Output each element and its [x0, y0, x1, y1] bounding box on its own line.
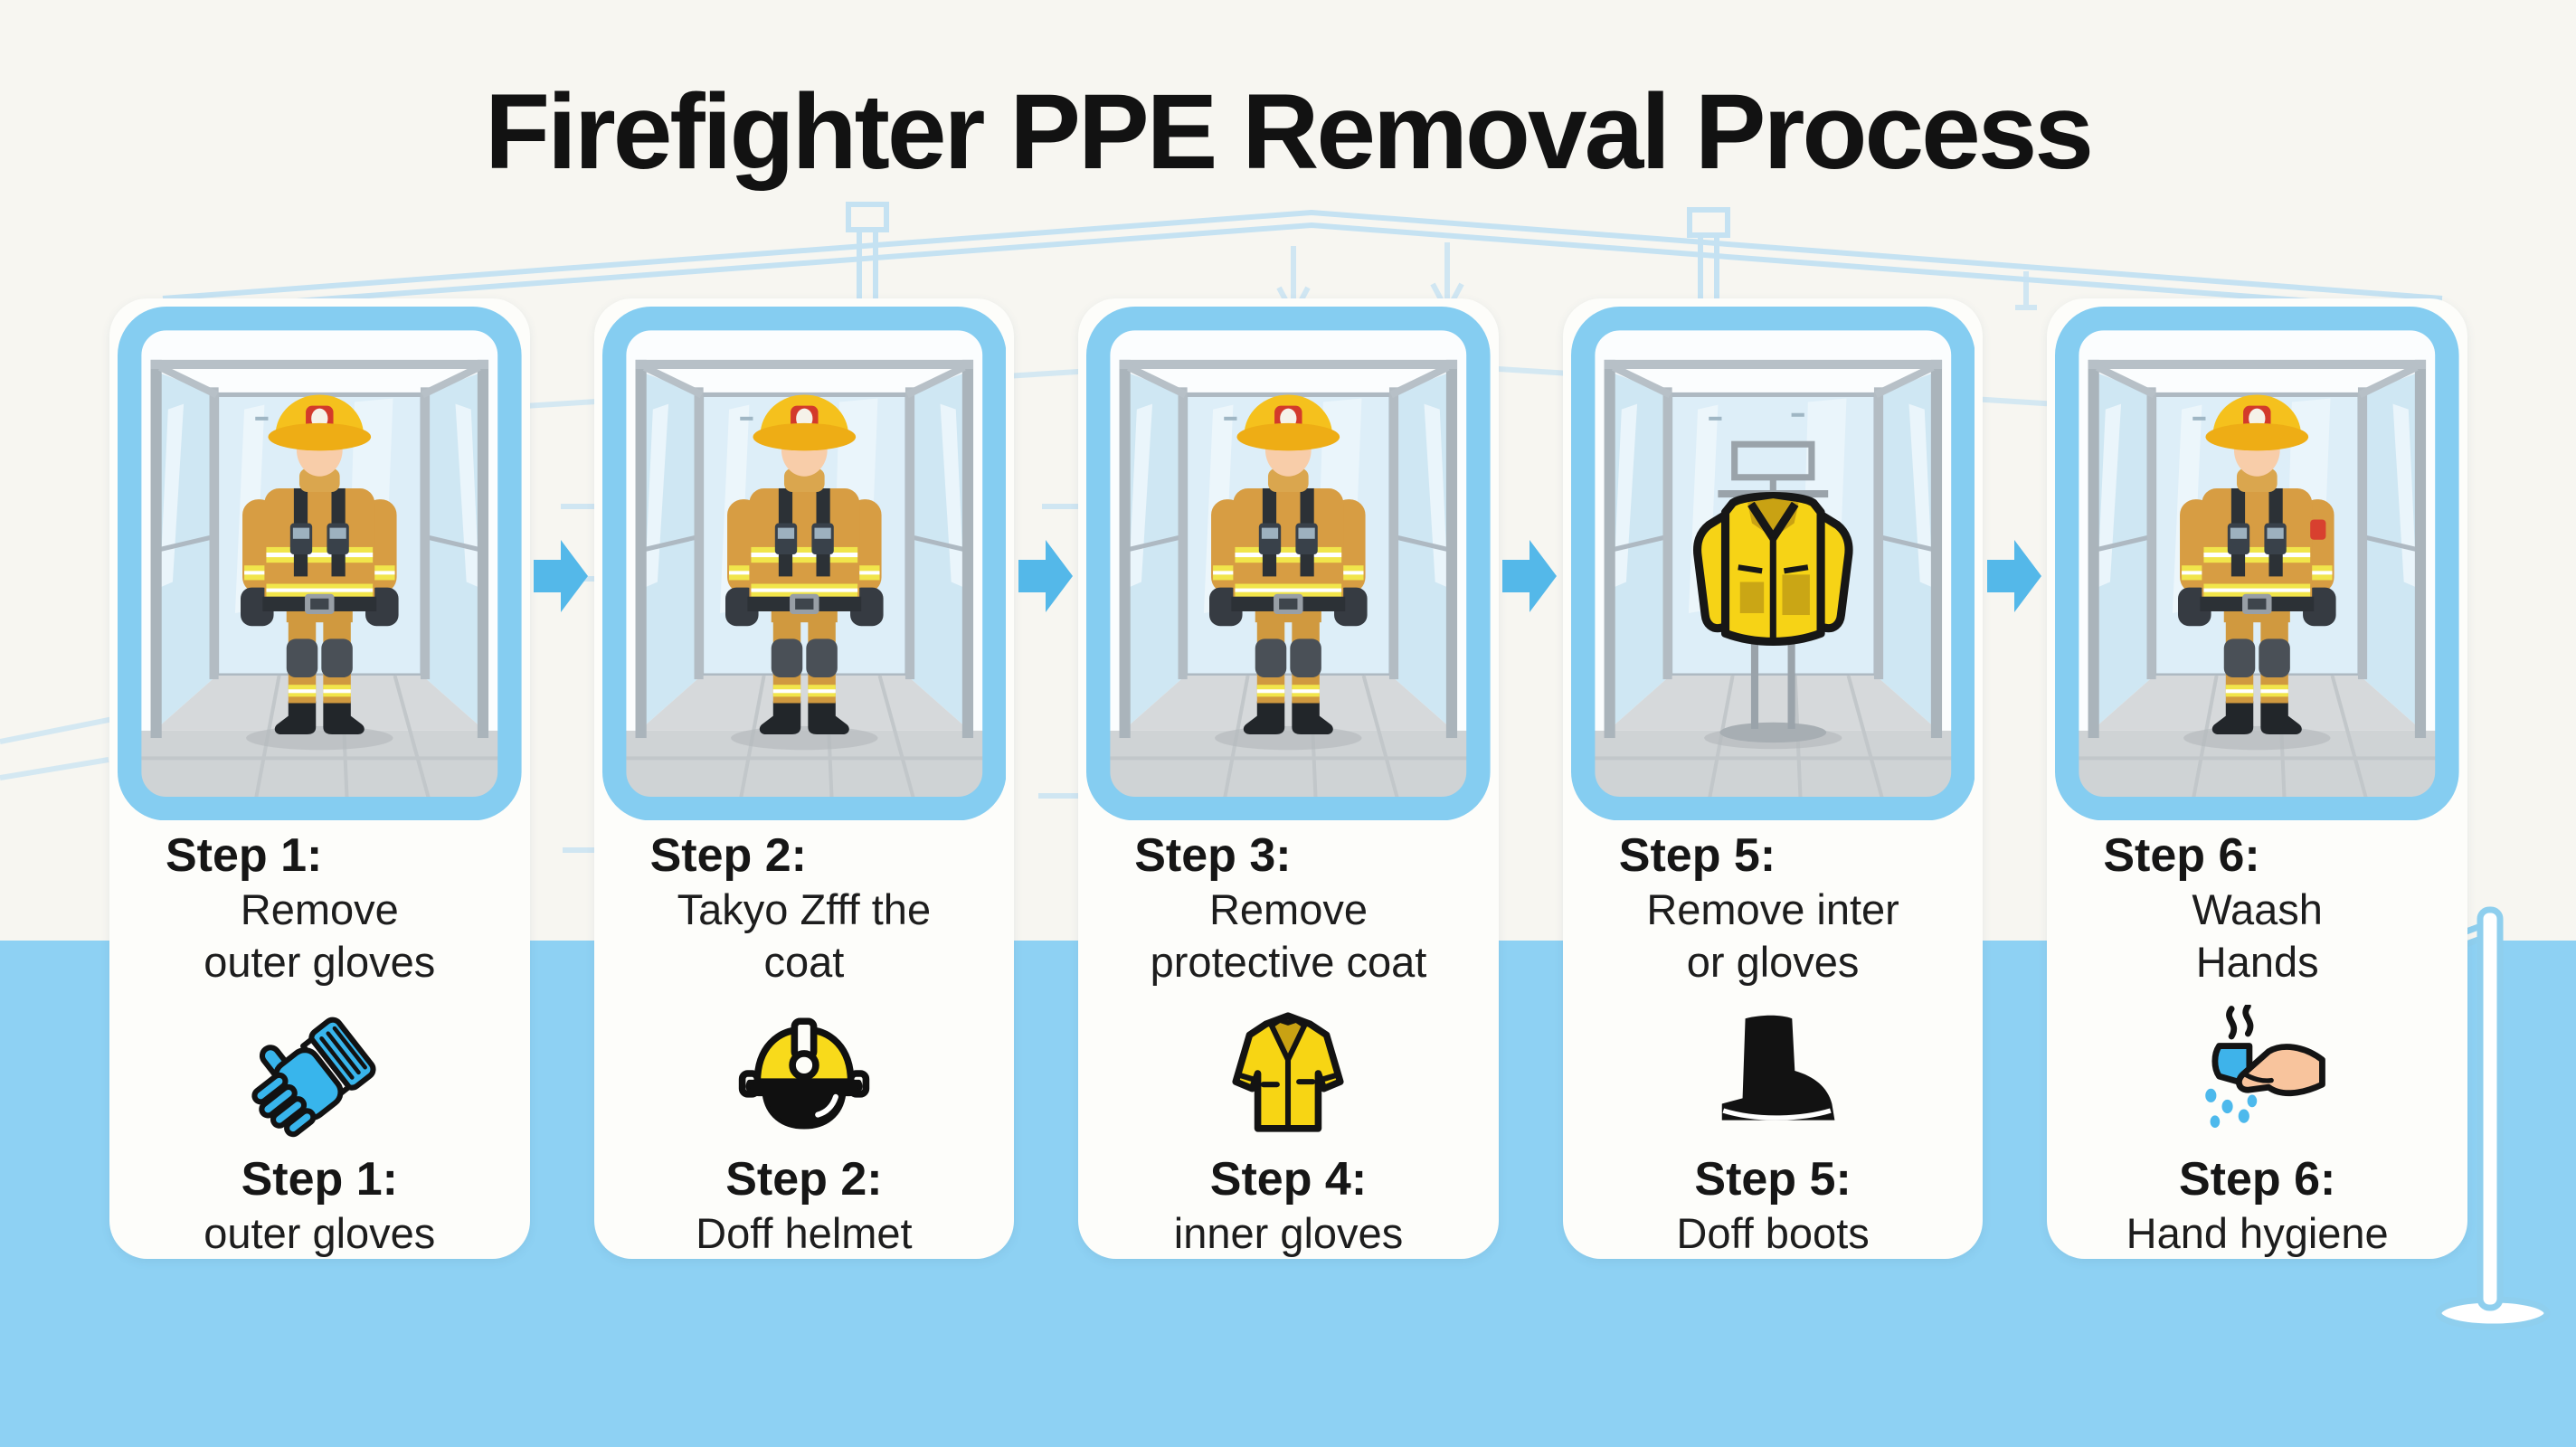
arrow-right-icon: [534, 538, 590, 614]
step-bottom-text: Step 1: outer gloves: [109, 1151, 530, 1259]
arrow-right-icon: [1018, 538, 1075, 614]
step-caption: Doff boots: [1676, 1208, 1870, 1257]
stanchion-post-lineart: [2435, 906, 2551, 1330]
page-title: Firefighter PPE Removal Process: [484, 72, 2094, 192]
step-label: Step 4:: [1209, 1153, 1368, 1206]
step-card-1: Step 1: Remove outer gloves Step 1: oute…: [109, 298, 530, 1259]
step-caption: Hand hygiene: [2126, 1208, 2389, 1257]
step-label: Step 6:: [2178, 1153, 2336, 1206]
step-bottom-text: Step 6: Hand hygiene: [2047, 1151, 2467, 1259]
step-label: Step 5:: [1694, 1153, 1852, 1206]
step-label: Step 2:: [725, 1153, 883, 1206]
handwash-icon: [2189, 1005, 2326, 1142]
coat-icon: [1219, 1005, 1357, 1142]
step-bottom-text: Step 5: Doff boots: [1563, 1151, 1984, 1259]
step-card-5: Step 6: Waash Hands Step 6: Hand hygiene: [2047, 298, 2467, 1259]
step-bottom-text: Step 4: inner gloves: [1078, 1151, 1499, 1259]
helmet-icon: [735, 1005, 873, 1142]
step-top-text: Step 3: Remove protective coat: [1078, 829, 1499, 988]
red-shoulder-patch: [2310, 519, 2326, 540]
arrow-right-icon: [1502, 538, 1558, 614]
step-description-line: outer gloves: [204, 938, 436, 987]
step-card-3: Step 3: Remove protective coat Step 4: i…: [1078, 298, 1499, 1259]
step-label: Step 2:: [649, 829, 807, 883]
step-caption: Doff helmet: [696, 1208, 913, 1257]
step-card-4: Step 5: Remove inter or gloves Step 5: D…: [1562, 298, 1984, 1259]
booth-illustration-4: [1563, 298, 1984, 820]
boot-icon: [1704, 1005, 1842, 1142]
step-description-line: protective coat: [1150, 938, 1427, 987]
step-description-line: Takyo Zfff the: [677, 885, 932, 934]
firefighter-in-decon-booth-illustration: [1086, 307, 1491, 820]
step-description-line: coat: [763, 938, 845, 987]
firefighter-in-decon-booth-illustration: [118, 307, 522, 820]
coat-on-stand-in-decon-booth-illustration: [1571, 307, 1975, 820]
process-panels: Step 1: Remove outer gloves Step 1: oute…: [109, 298, 2467, 1259]
step-caption: outer gloves: [204, 1208, 436, 1257]
step-card-2: Step 2: Takyo Zfff the coat Step 2: Doff…: [593, 298, 1015, 1259]
step-description-line: Remove inter: [1646, 885, 1899, 934]
step-top-text: Step 2: Takyo Zfff the coat: [594, 829, 1015, 988]
glove-icon: [251, 1005, 388, 1142]
step-description-line: Remove: [1208, 885, 1368, 934]
step-description-line: or gloves: [1686, 938, 1860, 987]
booth-illustration-1: [109, 298, 530, 820]
step-top-text: Step 5: Remove inter or gloves: [1563, 829, 1984, 988]
step-bottom-text: Step 2: Doff helmet: [594, 1151, 1015, 1259]
step-top-text: Step 1: Remove outer gloves: [109, 829, 530, 988]
firefighter-in-decon-booth-illustration: [2055, 307, 2459, 820]
booth-illustration-2: [594, 298, 1015, 820]
step-top-text: Step 6: Waash Hands: [2047, 829, 2467, 988]
step-label: Step 6:: [2103, 829, 2260, 883]
firefighter-in-decon-booth-illustration: [602, 307, 1007, 820]
step-label: Step 3:: [1134, 829, 1292, 883]
step-description-line: Remove: [240, 885, 399, 934]
step-label: Step 1:: [241, 1153, 398, 1206]
booth-illustration-3: [1078, 298, 1499, 820]
step-label: Step 1:: [166, 829, 323, 883]
step-label: Step 5:: [1618, 829, 1776, 883]
booth-illustration-5: [2047, 298, 2467, 820]
step-caption: inner gloves: [1173, 1208, 1404, 1257]
step-description-line: Hands: [2195, 938, 2319, 987]
step-description-line: Waash: [2192, 885, 2323, 934]
arrow-right-icon: [1987, 538, 2043, 614]
